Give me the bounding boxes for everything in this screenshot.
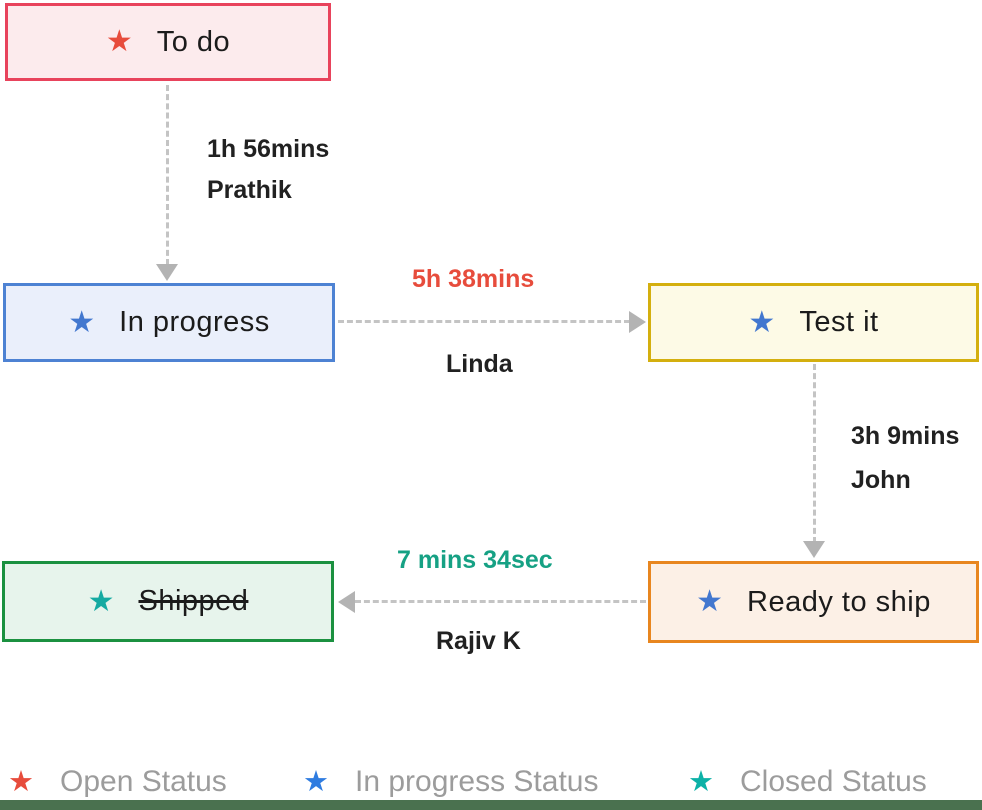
legend-label-open-status: Open Status — [60, 765, 227, 798]
edge-duration-label: 1h 56mins — [207, 135, 330, 163]
in-progress-status-star-icon: ★ — [696, 585, 724, 618]
open-status-star-icon: ★ — [8, 765, 34, 798]
arrow-down-icon — [803, 541, 825, 558]
closed-status-star-icon: ★ — [87, 584, 115, 618]
bottom-edge-strip — [0, 800, 982, 810]
node-test-it-label: Test it — [799, 306, 879, 338]
legend-item-open-status: ★ Open Status — [8, 765, 227, 799]
arrow-right-icon — [629, 311, 646, 333]
node-in-progress-label: In progress — [119, 306, 270, 338]
in-progress-status-star-icon: ★ — [303, 765, 329, 798]
legend-item-in-progress-status: ★ In progress Status — [303, 765, 598, 799]
arrow-left-icon — [338, 591, 355, 613]
node-todo[interactable]: ★ To do — [5, 3, 331, 81]
edge-ready-to-ship-to-shipped-line — [355, 600, 646, 603]
node-in-progress[interactable]: ★ In progress — [3, 283, 335, 362]
legend-label-closed-status: Closed Status — [740, 765, 927, 798]
arrow-down-icon — [156, 264, 178, 281]
node-ready-to-ship[interactable]: ★ Ready to ship — [648, 561, 979, 643]
edge-test-it-to-ready-to-ship-line — [813, 364, 816, 543]
node-shipped-label: Shipped — [138, 585, 249, 617]
edge-duration-label: 7 mins 34sec — [397, 546, 553, 574]
in-progress-status-star-icon: ★ — [748, 305, 776, 339]
edge-duration-label: 3h 9mins — [851, 422, 960, 450]
legend-item-closed-status: ★ Closed Status — [688, 765, 927, 799]
edge-assignee-label: Prathik — [207, 176, 292, 204]
edge-duration-label: 5h 38mins — [412, 265, 535, 293]
in-progress-status-star-icon: ★ — [68, 305, 96, 339]
edge-assignee-label: John — [851, 466, 911, 494]
node-shipped[interactable]: ★ Shipped — [2, 561, 334, 642]
edge-assignee-label: Linda — [446, 350, 513, 378]
node-ready-to-ship-label: Ready to ship — [747, 585, 931, 618]
open-status-star-icon: ★ — [105, 25, 133, 58]
closed-status-star-icon: ★ — [688, 765, 714, 798]
node-test-it[interactable]: ★ Test it — [648, 283, 979, 362]
edge-in-progress-to-test-it-line — [338, 320, 630, 323]
edge-todo-to-in-progress-line — [166, 85, 169, 265]
legend-label-in-progress-status: In progress Status — [355, 765, 599, 798]
node-todo-label: To do — [156, 25, 231, 58]
edge-assignee-label: Rajiv K — [436, 627, 521, 655]
